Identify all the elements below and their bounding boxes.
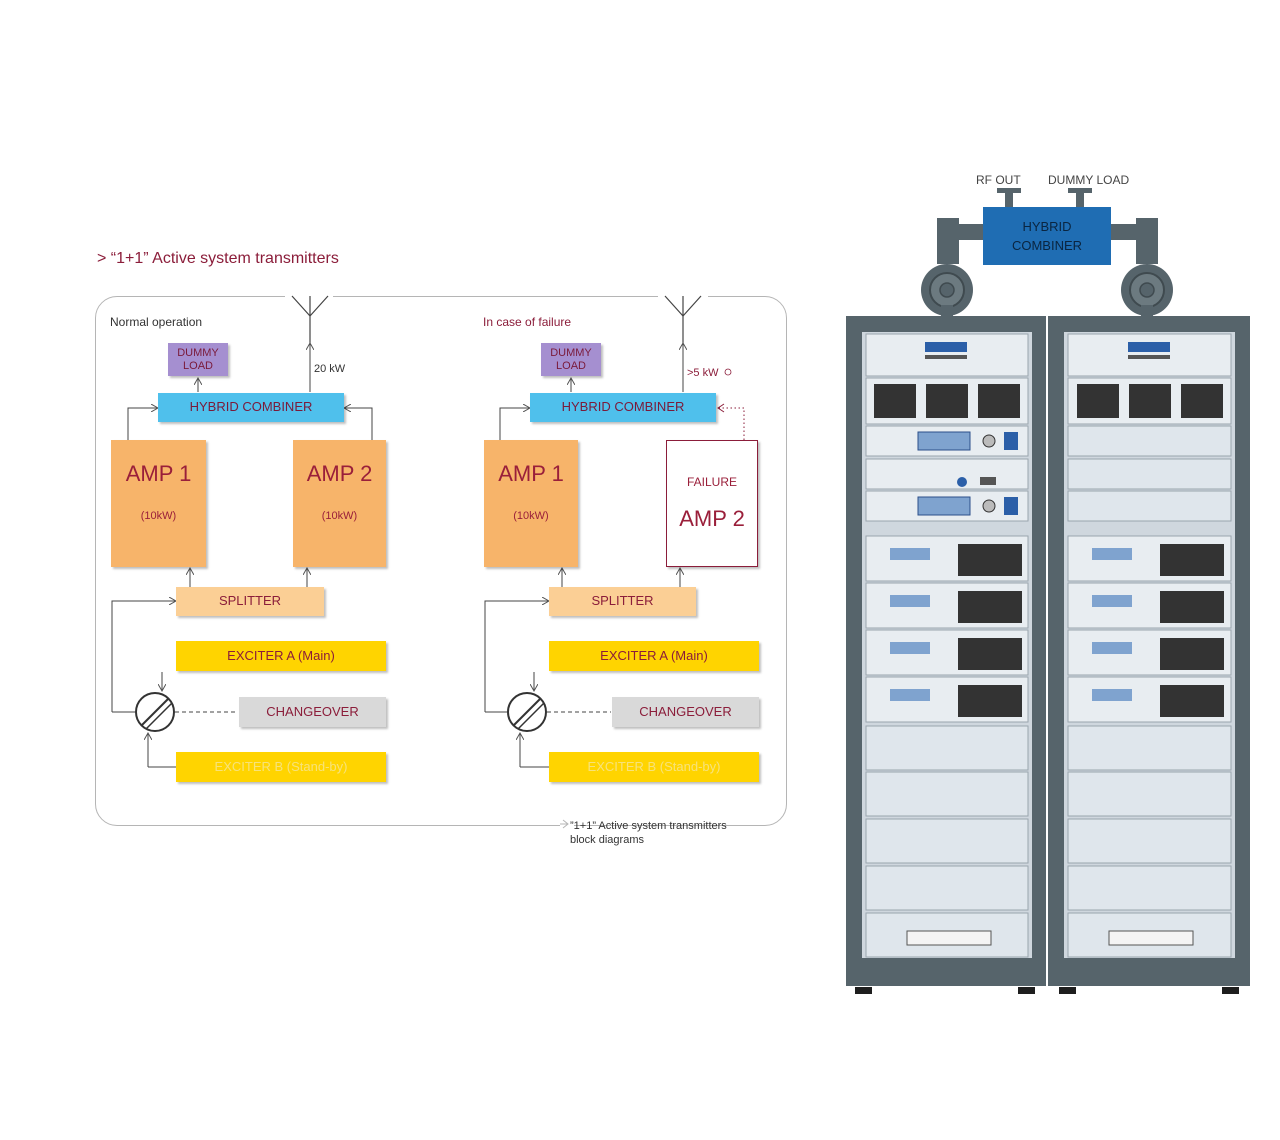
exciter-unit-b bbox=[865, 458, 1029, 522]
coupler-right bbox=[1121, 264, 1173, 317]
caption-line2: block diagrams bbox=[570, 834, 644, 846]
amp2-failure-box: FAILURE AMP 2 bbox=[666, 440, 758, 567]
changeover-box: CHANGEOVER bbox=[612, 697, 759, 727]
amp2-box: AMP 2 (10kW) bbox=[293, 440, 386, 567]
dummy-load-line2: LOAD bbox=[556, 359, 586, 372]
blank-panels-left bbox=[865, 725, 1029, 958]
amp1-rating: (10kW) bbox=[513, 510, 549, 523]
rack-hybrid-line2: COMBINER bbox=[1011, 238, 1083, 253]
changeover-box: CHANGEOVER bbox=[239, 697, 386, 727]
amp1-name: AMP 1 bbox=[498, 461, 564, 486]
amplifier-modules-right bbox=[1067, 535, 1232, 723]
hybrid-combiner-box: HYBRID COMBINER bbox=[158, 393, 344, 422]
power-strip-left bbox=[906, 930, 992, 946]
rack-hybrid-combiner: HYBRID COMBINER bbox=[983, 207, 1111, 265]
diagram-caption: ”1+1” Active system transmitters block d… bbox=[570, 819, 727, 847]
failure-status: FAILURE bbox=[686, 474, 737, 489]
exciter-b-box: EXCITER B (Stand-by) bbox=[176, 752, 386, 782]
exciter-a-box: EXCITER A (Main) bbox=[176, 641, 386, 671]
failure-label: In case of failure bbox=[483, 315, 572, 329]
rf-out-label: RF OUT bbox=[976, 173, 1021, 187]
antenna-icon-failure bbox=[664, 295, 702, 343]
antenna-icon-normal bbox=[291, 295, 329, 343]
page-title: > “1+1” Active system transmitters bbox=[97, 250, 339, 267]
amp1-name: AMP 1 bbox=[125, 461, 192, 486]
output-power: 20 kW bbox=[314, 363, 346, 375]
dummy-load-line1: DUMMY bbox=[177, 347, 219, 360]
normal-operation-label: Normal operation bbox=[110, 315, 203, 329]
exciter-a-box: EXCITER A (Main) bbox=[549, 641, 759, 671]
dummy-load-port-label: DUMMY LOAD bbox=[1048, 173, 1130, 187]
output-power: >5 kW bbox=[687, 367, 719, 379]
blank-panels-right bbox=[1067, 725, 1232, 958]
exciter-unit-a bbox=[865, 425, 1029, 457]
amp1-box: AMP 1 (10kW) bbox=[484, 440, 578, 567]
coupler-left bbox=[921, 264, 973, 317]
control-unit-right bbox=[1067, 333, 1232, 377]
hybrid-combiner-box: HYBRID COMBINER bbox=[530, 393, 716, 422]
amplifier-modules-left bbox=[865, 535, 1029, 723]
amp2-name: AMP 2 bbox=[306, 461, 373, 486]
exciter-b-box: EXCITER B (Stand-by) bbox=[549, 752, 759, 782]
dummy-load-line1: DUMMY bbox=[550, 347, 592, 360]
warning-icon bbox=[724, 368, 732, 376]
dummy-load-box: DUMMY LOAD bbox=[541, 343, 601, 376]
changeover-switch-icon-failure bbox=[507, 692, 547, 732]
control-unit-left bbox=[865, 333, 1029, 377]
splitter-box: SPLITTER bbox=[549, 587, 696, 616]
rack-hybrid-line1: HYBRID bbox=[1022, 219, 1072, 234]
diagram-frame bbox=[95, 296, 787, 826]
power-supply-right bbox=[1067, 377, 1232, 425]
amp1-rating: (10kW) bbox=[140, 510, 177, 523]
dummy-load-box: DUMMY LOAD bbox=[168, 343, 228, 376]
amp1-box: AMP 1 (10kW) bbox=[111, 440, 206, 567]
power-strip-right bbox=[1108, 930, 1194, 946]
amp2-rating: (10kW) bbox=[321, 510, 358, 523]
blank-slots-right bbox=[1067, 425, 1232, 522]
amp2-name: AMP 2 bbox=[679, 506, 745, 531]
caption-line1: ”1+1” Active system transmitters bbox=[570, 820, 727, 832]
splitter-box: SPLITTER bbox=[176, 587, 324, 616]
power-supply-left bbox=[865, 377, 1029, 425]
dummy-load-line2: LOAD bbox=[183, 359, 213, 372]
changeover-switch-icon-normal bbox=[135, 692, 175, 732]
